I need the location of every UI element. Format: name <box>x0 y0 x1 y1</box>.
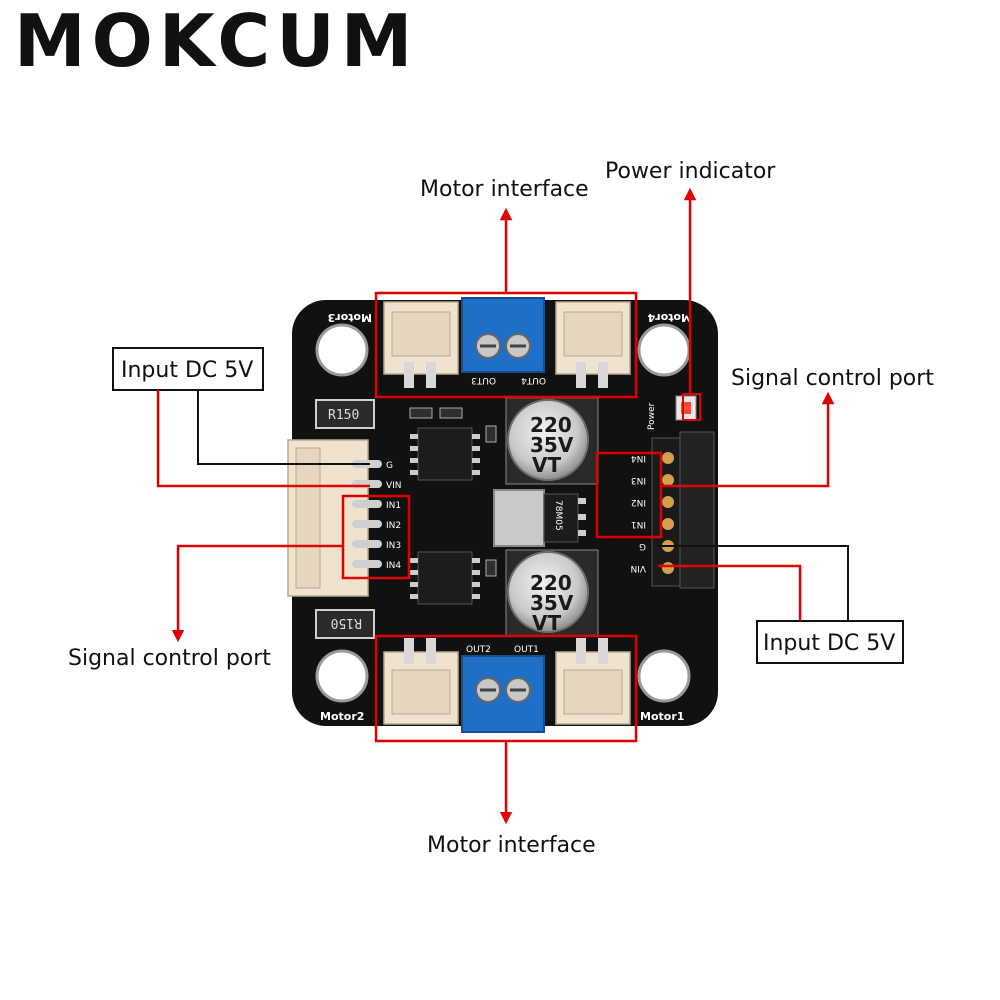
motor1-label: Motor1 <box>640 710 684 723</box>
left-header <box>287 439 369 597</box>
capacitor-bottom: 220 35V VT <box>505 549 599 637</box>
out3-label: OUT3 <box>471 375 496 385</box>
resistor-top: R150 <box>315 399 375 429</box>
svg-text:VT: VT <box>532 453 561 477</box>
arrow-signal-left <box>171 544 343 643</box>
svg-text:R150: R150 <box>328 408 359 423</box>
right-pin-label: IN2 <box>631 497 646 507</box>
terminal-block-top <box>461 297 545 373</box>
label-motor-interface-top: Motor interface <box>420 177 589 202</box>
highlight-signal-left <box>341 494 411 580</box>
driver-board: Motor3 Motor4 Motor2 Motor1 OUT3 OUT4 <box>287 297 718 733</box>
label-motor-interface-bottom: Motor interface <box>427 833 596 858</box>
motor4-label: Motor4 <box>647 311 692 324</box>
out1-label: OUT1 <box>514 645 539 655</box>
svg-text:78M05: 78M05 <box>553 500 563 531</box>
leader-ground-right <box>658 545 849 621</box>
brand-logo: MOKCUM <box>14 0 418 83</box>
left-pin-label: IN3 <box>386 541 401 551</box>
svg-text:220: 220 <box>530 571 572 595</box>
input-dc-box-right <box>756 620 904 664</box>
driver-chip-top <box>410 427 480 481</box>
smd-component <box>485 559 497 577</box>
connector-motor1 <box>555 638 631 725</box>
left-pin-label: IN4 <box>386 561 401 571</box>
voltage-regulator: 78M05 <box>493 489 586 547</box>
right-pin-label: VIN <box>630 563 646 573</box>
right-pin-label: G <box>639 541 646 551</box>
label-signal-port-right: Signal control port <box>731 366 934 391</box>
svg-text:220: 220 <box>530 413 572 437</box>
out4-label: OUT4 <box>521 375 546 385</box>
label-power-indicator: Power indicator <box>605 159 776 184</box>
smd-component <box>485 425 497 443</box>
motor3-label: Motor3 <box>328 311 372 324</box>
resistor-bottom: R150 <box>315 609 375 639</box>
svg-text:R150: R150 <box>331 615 362 630</box>
arrow-signal-right <box>661 391 835 488</box>
label-input-dc-left: Input DC 5V <box>121 358 253 383</box>
svg-text:VT: VT <box>532 611 561 635</box>
right-pin-label: IN4 <box>631 453 646 463</box>
leader-ground-left <box>197 390 370 465</box>
connector-motor3 <box>383 301 459 388</box>
mounting-hole <box>637 649 691 703</box>
left-pin-label: VIN <box>386 481 402 491</box>
leader-vin-left <box>156 390 370 488</box>
left-pin-label: G <box>386 461 393 471</box>
right-header <box>651 431 715 589</box>
motor2-label: Motor2 <box>320 710 364 723</box>
right-pin-label: IN1 <box>631 519 646 529</box>
smd-component <box>409 407 433 419</box>
svg-text:35V: 35V <box>530 591 574 615</box>
connector-motor2 <box>383 638 459 725</box>
mounting-hole <box>315 323 369 377</box>
smd-component <box>439 407 463 419</box>
mounting-hole <box>637 323 691 377</box>
highlight-power-led <box>682 393 701 421</box>
capacitor-top: 220 35V VT <box>505 397 599 485</box>
driver-chip-bottom <box>410 551 480 605</box>
label-signal-port-left: Signal control port <box>68 646 271 671</box>
left-pin-label: IN2 <box>386 521 401 531</box>
left-pin-label: IN1 <box>386 501 401 511</box>
terminal-block-bottom <box>461 655 545 733</box>
out2-label: OUT2 <box>466 645 491 655</box>
label-input-dc-right: Input DC 5V <box>763 631 895 656</box>
power-led <box>675 395 697 421</box>
input-dc-box-left <box>112 347 264 391</box>
power-silk-label: Power <box>647 402 657 430</box>
connector-motor4 <box>555 301 631 388</box>
svg-text:35V: 35V <box>530 433 574 457</box>
mounting-hole <box>315 649 369 703</box>
right-pin-label: IN3 <box>631 475 646 485</box>
highlight-signal-right <box>595 451 663 539</box>
leader-vin-right <box>658 564 802 621</box>
